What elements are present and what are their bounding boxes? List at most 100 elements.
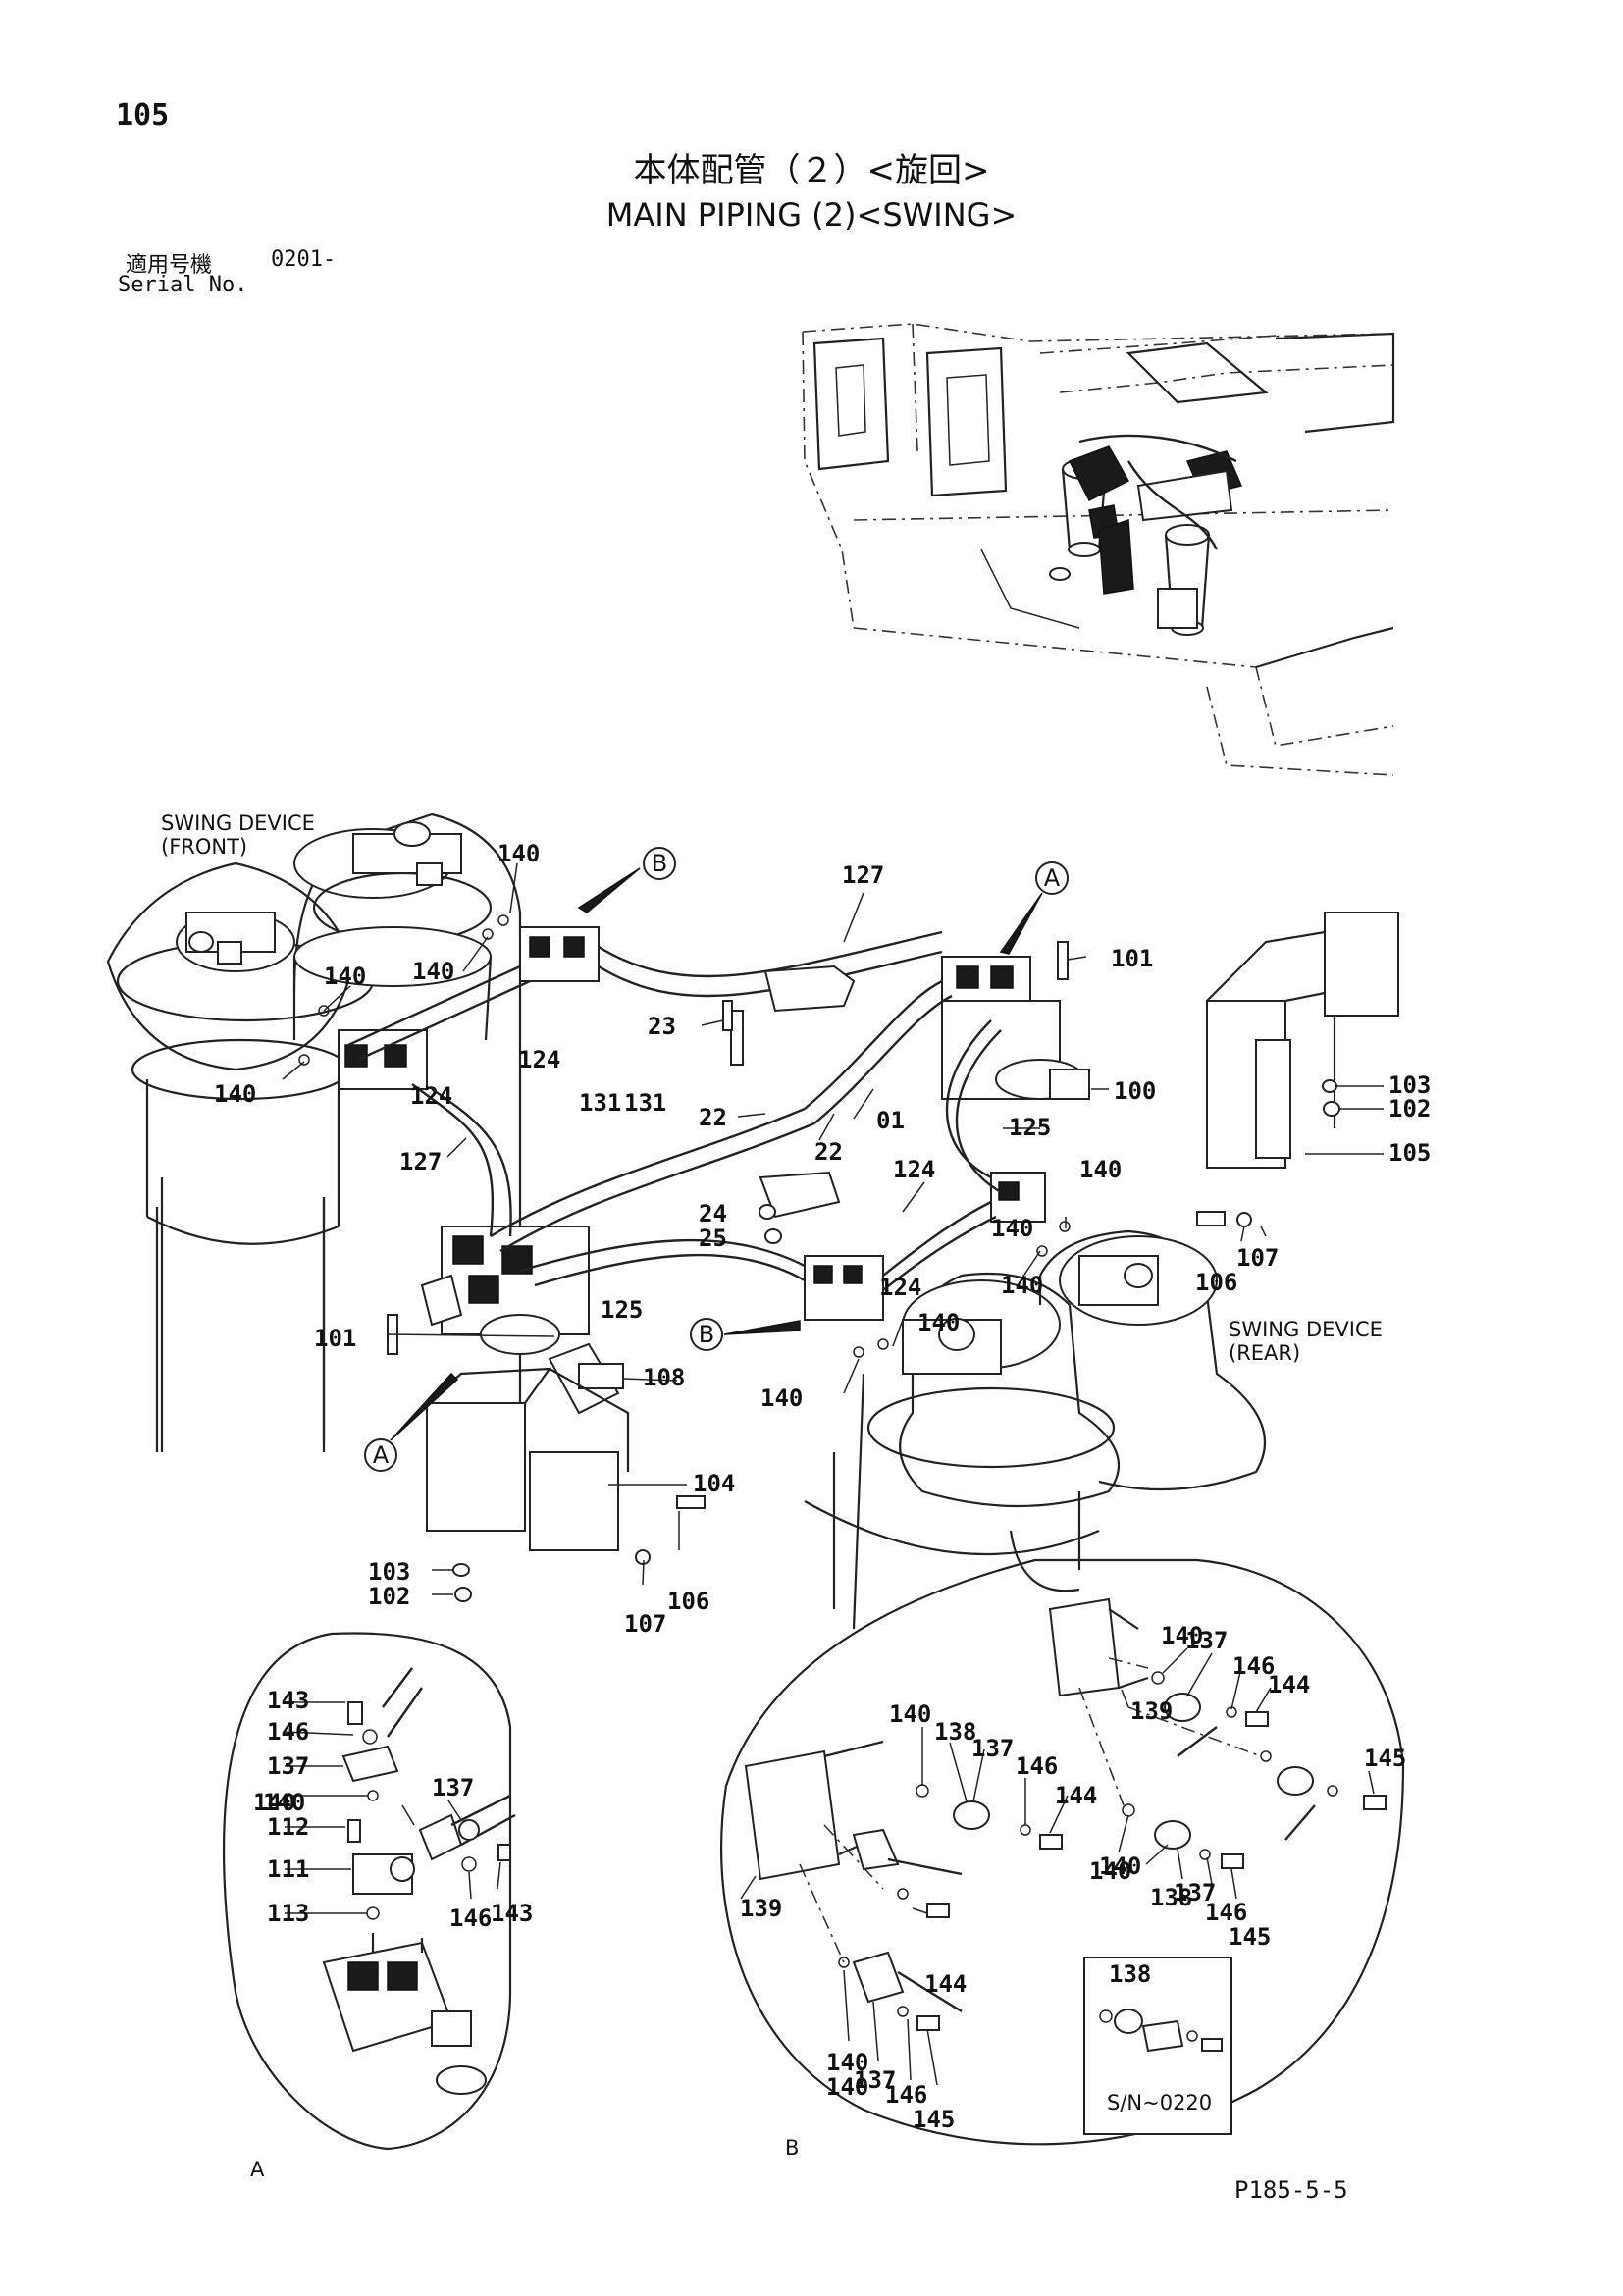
part-number-label: 140 [1001, 1272, 1043, 1299]
part-number-label: 140 [497, 840, 540, 867]
leader-lines [282, 862, 1384, 1595]
part-number-label: 146 [449, 1905, 492, 1932]
part-number-label: 146 [267, 1718, 309, 1746]
part-number-label: 107 [1236, 1244, 1279, 1272]
part-number-label: 112 [267, 1813, 309, 1841]
part-number-label: 144 [1055, 1782, 1097, 1809]
part-number-label: 101 [1111, 945, 1153, 972]
part-number-label: 138 [1150, 1884, 1192, 1911]
part-number-label: 143 [491, 1900, 533, 1927]
part-number-label: 138 [934, 1718, 976, 1746]
page-number: 105 [116, 98, 170, 132]
valve-assembly-front [338, 926, 624, 1415]
part-number-label: 102 [368, 1583, 410, 1610]
view-marker-label: B [652, 850, 667, 877]
part-number-label: 140 [1079, 1156, 1122, 1183]
part-number-label: 100 [1114, 1077, 1156, 1105]
part-number-label: 137 [432, 1774, 474, 1801]
part-number-label: 137 [267, 1752, 309, 1780]
part-number-label: 24 [699, 1200, 727, 1227]
part-number-label: 127 [399, 1148, 442, 1175]
serial-label-japanese: 適用号機 [126, 253, 213, 278]
part-number-label: 101 [314, 1325, 356, 1352]
part-number-label: 145 [913, 2106, 955, 2133]
part-number-label: 22 [699, 1104, 727, 1131]
view-marker-label: A [373, 1441, 390, 1469]
part-number-label: 131 [579, 1089, 621, 1117]
valve-assembly-center [804, 956, 1090, 1321]
part-number-label: 124 [893, 1156, 935, 1183]
part-number-label: 125 [601, 1296, 643, 1324]
part-number-label: 140 [826, 2049, 868, 2076]
part-number-label: 145 [1229, 1923, 1271, 1951]
part-number-label: 113 [267, 1900, 309, 1927]
diagram-caption: SWING DEVICE [1229, 1318, 1383, 1341]
part-number-label: 140 [917, 1309, 960, 1336]
part-number-label: 23 [648, 1013, 676, 1040]
detail-b-view [720, 1558, 1405, 2146]
part-number-label: 01 [876, 1107, 905, 1134]
part-number-label: 111 [267, 1855, 309, 1883]
diagram-caption: B [785, 2136, 799, 2160]
diagram-caption: (FRONT) [161, 835, 247, 859]
diagram-captions: SWING DEVICE (FRONT) SWING DEVICE (REAR)… [161, 811, 1383, 2181]
clamp-and-brackets [426, 912, 1399, 1551]
diagram-caption: SWING DEVICE [161, 811, 315, 835]
part-number-label: 144 [924, 1970, 967, 1998]
part-number-label: 106 [667, 1588, 709, 1615]
diagram-caption: (REAR) [1229, 1341, 1300, 1365]
small-parts [298, 914, 1340, 1602]
part-number-label: 144 [1268, 1671, 1310, 1698]
part-number-label: 106 [1195, 1269, 1237, 1296]
part-number-label: 140 [263, 1789, 305, 1816]
part-number-label: 143 [267, 1687, 309, 1714]
diagram-caption: A [250, 2158, 265, 2181]
part-number-label: 139 [740, 1895, 782, 1922]
part-number-label: 107 [624, 1610, 666, 1638]
part-number-label: 140 [1161, 1622, 1203, 1649]
page-title-japanese: 本体配管（２）<旋回> [633, 151, 990, 190]
detail-a-view [222, 1632, 516, 2151]
part-number-label: 146 [1232, 1652, 1275, 1680]
footer-page-code: P185-5-5 [1234, 2176, 1348, 2204]
part-number-label: 105 [1388, 1139, 1431, 1167]
hoses [347, 930, 1002, 1291]
view-markers: B A B A [364, 847, 1069, 1472]
part-number-label: 103 [1388, 1071, 1431, 1099]
part-number-label: 140 [324, 963, 366, 990]
part-number-label: 104 [693, 1470, 735, 1497]
part-number-label: 145 [1364, 1745, 1406, 1772]
part-number-label: 137 [854, 2066, 896, 2094]
diagram-caption: S/N~0220 [1107, 2091, 1212, 2114]
view-marker-label: A [1044, 864, 1061, 892]
part-number-label: 138 [1109, 1960, 1151, 1988]
part-number-label: 140 [214, 1080, 256, 1108]
part-number-label: 22 [814, 1138, 843, 1166]
part-number-label: 140 [991, 1215, 1033, 1242]
swing-device-front [106, 812, 522, 1452]
page-title-english: MAIN PIPING (2)<SWING> [605, 196, 1018, 234]
part-number-label: 140 [826, 2073, 868, 2101]
part-number-label: 140 [760, 1384, 803, 1412]
view-marker-label: B [699, 1321, 714, 1348]
part-number-label: 125 [1009, 1114, 1051, 1141]
machine-overview-drawing [802, 323, 1395, 776]
part-number-label: 137 [1185, 1627, 1228, 1654]
part-number-label: 140 [412, 958, 454, 985]
swing-device-rear [804, 1229, 1266, 1630]
part-number-label: 102 [1388, 1095, 1431, 1122]
part-number-label: 140 [889, 1700, 931, 1728]
part-number-label: 127 [842, 861, 884, 889]
part-number-label: 137 [971, 1735, 1014, 1762]
part-number-label: 124 [879, 1274, 921, 1301]
part-number-label: 140 [1089, 1857, 1131, 1885]
serial-label-english: Serial No. [118, 273, 248, 297]
part-number-label: 131 [624, 1089, 666, 1117]
part-number-label: 146 [1205, 1899, 1247, 1926]
part-number-label: 137 [1174, 1879, 1216, 1906]
part-number-label: 139 [1130, 1697, 1173, 1725]
part-number-label: 103 [368, 1558, 410, 1586]
part-callouts: 140 140 140 140 140 140 140 140 140 140 … [214, 840, 1431, 2133]
part-number-label: 146 [885, 2081, 927, 2109]
